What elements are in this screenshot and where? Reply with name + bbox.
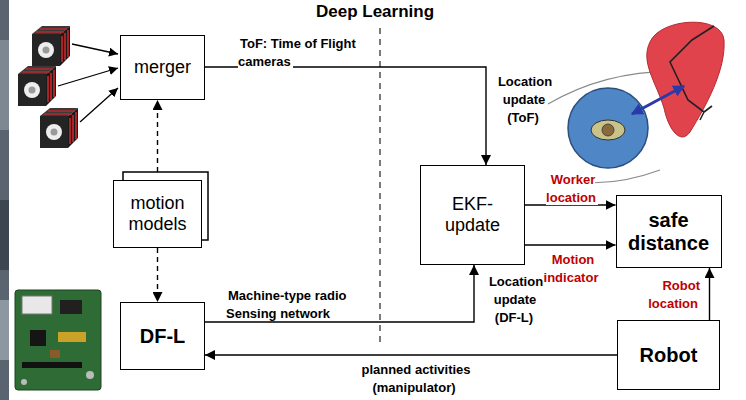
divider-line <box>379 28 380 346</box>
process-box: Robot <box>617 320 720 390</box>
flow-arrow <box>709 268 710 320</box>
process-box: merger <box>120 35 205 100</box>
camera-arrow <box>72 44 118 54</box>
annotation-label: Machine-type radio Sensing network <box>226 288 346 321</box>
edge-label: Location update (ToF) <box>496 74 552 125</box>
flow-arrow <box>525 244 616 245</box>
diagram-title: Deep Learning <box>314 2 436 21</box>
tof-camera <box>18 66 56 106</box>
flow-arrow <box>205 67 486 165</box>
label-slot: Machine-type radio Sensing network <box>226 286 366 322</box>
sensor-board <box>15 290 101 390</box>
process-box: DF-L <box>120 302 205 370</box>
edge-label: Motion indicator <box>544 252 601 285</box>
edge-label-slot: Location update (ToF) <box>491 72 557 126</box>
dashed-arrow <box>157 248 158 302</box>
edge-label-slot: Worker location <box>529 170 615 206</box>
edge-label-slot: planned activities (manipulator) <box>350 360 480 396</box>
process-box: EKF-update <box>420 165 525 265</box>
box-label: safe distance <box>623 209 715 255</box>
tof-camera <box>40 108 78 148</box>
flow-arrow <box>205 265 474 322</box>
title-slot: Deep Learning <box>300 2 450 22</box>
process-box: safe distance <box>616 195 722 268</box>
camera-arrow <box>80 88 118 122</box>
edge-label: Worker location <box>546 172 598 205</box>
box-label: DF-L <box>140 325 186 348</box>
edge-label: Robot location <box>648 278 700 311</box>
flow-arrow <box>205 354 617 355</box>
label-slot: ToF: Time of Flight cameras <box>238 34 378 70</box>
safety-zone-illustration <box>548 22 724 183</box>
box-label: Robot <box>640 344 698 367</box>
edge-label-slot: Location update (DF-L) <box>482 272 548 326</box>
edge-label-slot: Robot location <box>620 276 700 312</box>
tof-camera <box>32 26 70 66</box>
box-label: motion models <box>120 193 195 234</box>
edge-label: planned activities (manipulator) <box>359 362 470 395</box>
edge-label: Location update (DF-L) <box>487 274 543 325</box>
annotation-label: ToF: Time of Flight cameras <box>238 36 356 69</box>
camera-arrow <box>58 68 118 86</box>
photo-strip <box>0 0 9 400</box>
box-label: merger <box>134 57 191 78</box>
stacked-box: motion models <box>113 180 202 248</box>
box-label: EKF-update <box>433 194 513 235</box>
dashed-arrow <box>157 100 158 172</box>
